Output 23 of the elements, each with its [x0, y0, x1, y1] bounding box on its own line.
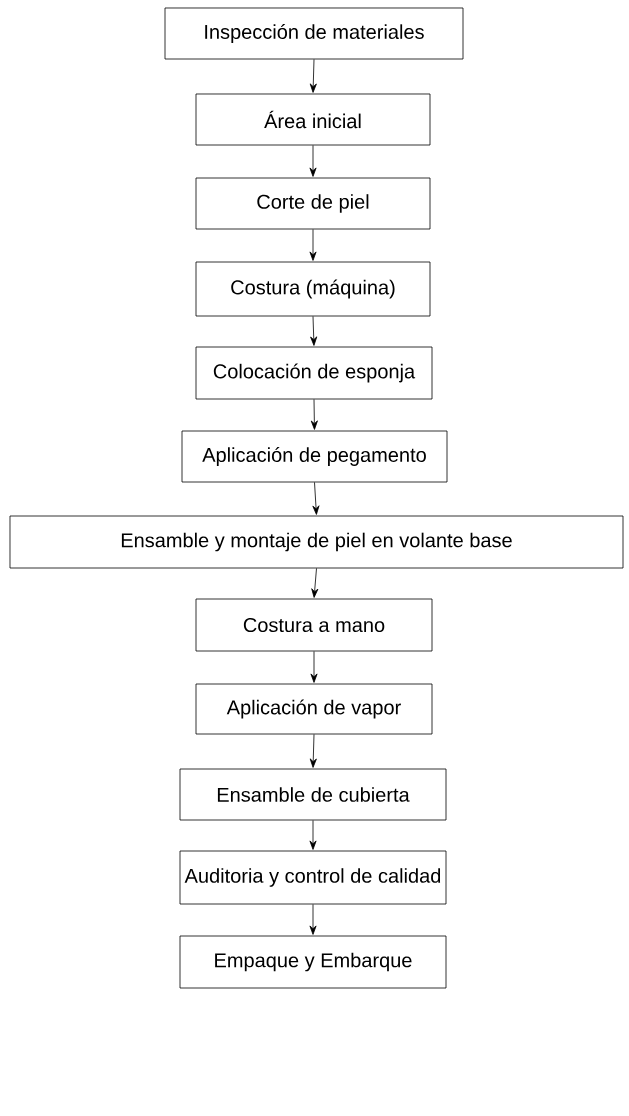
process-box: Costura (máquina)	[195, 261, 431, 317]
process-box: Ensamble de cubierta	[179, 768, 447, 821]
arrow	[310, 316, 318, 346]
process-box: Colocación de esponja	[195, 346, 433, 400]
arrow	[310, 399, 318, 430]
process-box: Aplicación de vapor	[195, 683, 433, 735]
process-box: Empaque y Embarque	[179, 935, 447, 989]
arrow	[309, 59, 317, 93]
arrow	[310, 651, 318, 683]
arrow	[309, 145, 317, 177]
process-box: Aplicación de pegamento	[181, 430, 448, 483]
process-box: Área inicial	[195, 93, 431, 146]
arrow	[309, 820, 317, 850]
process-box: Auditoria y control de calidad	[179, 850, 447, 905]
arrow	[309, 734, 317, 768]
process-box: Ensamble y montaje de piel en volante base	[9, 515, 624, 569]
arrow	[312, 482, 320, 515]
process-box: Corte de piel	[195, 177, 431, 230]
arrow	[311, 568, 319, 598]
arrow	[309, 229, 317, 261]
process-box: Costura a mano	[195, 598, 433, 652]
process-box: Inspección de materiales	[164, 7, 464, 60]
arrow	[309, 904, 317, 935]
